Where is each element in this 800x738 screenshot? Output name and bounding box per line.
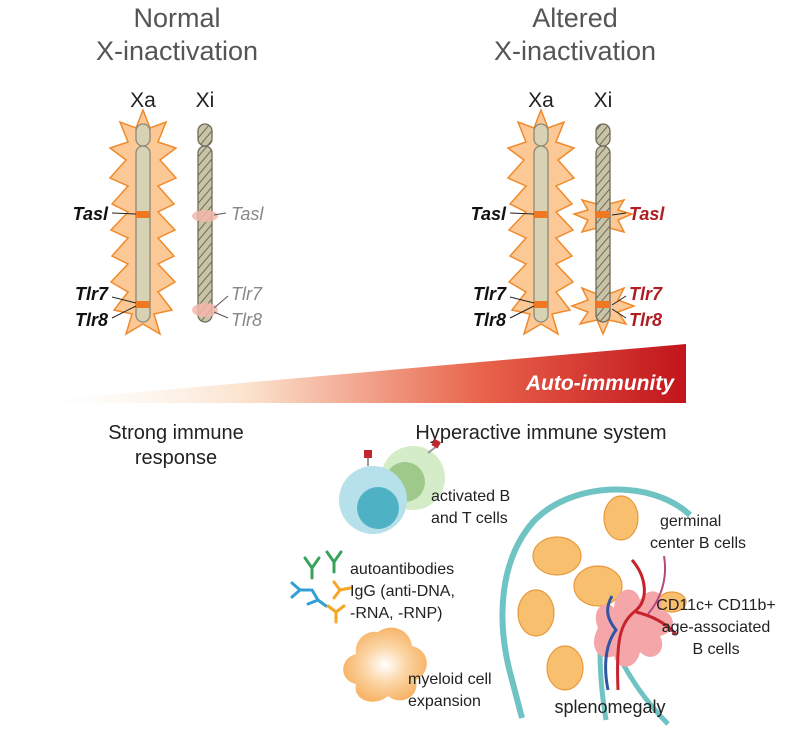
strong-response-line2: response: [135, 447, 217, 469]
altered-xi-tasl-band: [596, 211, 610, 218]
altered-xa-gene-tasl: Tasl: [471, 204, 507, 224]
altered-title-line2: X-inactivation: [494, 36, 656, 66]
altered-panel: Altered X-inactivation Xa Xi Tasl Tlr7 T…: [471, 3, 665, 336]
normal-xa-chromosome: [135, 123, 151, 323]
altered-xi-tlr-band: [596, 301, 610, 308]
normal-xa-tasl-band: [136, 211, 150, 218]
altered-xa-tasl-band: [534, 211, 548, 218]
abc-line3: B cells: [692, 641, 739, 658]
myeloid-line1: myeloid cell: [408, 671, 492, 688]
germinal-line1: germinal: [660, 513, 721, 530]
splenomegaly-label: splenomegaly: [554, 697, 665, 717]
follicle: [517, 589, 555, 637]
normal-xi-tlr-glow: [192, 303, 218, 317]
altered-xa-gene-tlr8: Tlr8: [473, 310, 506, 330]
normal-title-line1: Normal: [133, 3, 220, 33]
autoantibodies-line2: IgG (anti-DNA,: [350, 583, 455, 600]
follicle: [573, 565, 623, 607]
altered-xi-gene-tasl: Tasl: [629, 204, 665, 224]
antibody-icon: [290, 550, 352, 624]
normal-xi-chromosome: [192, 123, 218, 323]
vein-vessel: [604, 595, 618, 691]
autoantibodies-line1: autoantibodies: [350, 561, 454, 578]
altered-xi-gene-tlr8: Tlr8: [629, 310, 662, 330]
altered-xa-gene-tlr7: Tlr7: [473, 284, 507, 304]
artery-vessel: [616, 559, 678, 691]
normal-xa-gene-tlr7: Tlr7: [75, 284, 109, 304]
follicle: [532, 536, 582, 576]
autoantibodies-line3: -RNA, -RNP): [350, 605, 442, 622]
normal-xi-tasl-glow: [192, 210, 218, 222]
altered-xa-tlr-band: [534, 301, 548, 308]
abc-line2: age-associated: [662, 619, 771, 636]
spleen-outline: [499, 486, 693, 719]
altered-xa-chromosome: [533, 123, 549, 323]
normal-xi-label: Xi: [196, 89, 215, 112]
abc-line1: CD11c+ CD11b+: [656, 597, 775, 614]
hyperactive-label: Hyperactive immune system: [415, 422, 666, 444]
altered-xi-label: Xi: [594, 89, 613, 112]
myeloid-cell-icon: [343, 627, 427, 702]
myeloid-line2: expansion: [408, 693, 481, 710]
activated-cells-line1: activated B: [431, 488, 510, 505]
normal-xa-label: Xa: [130, 89, 156, 112]
auto-immunity-gradient: Auto-immunity: [14, 344, 686, 403]
normal-xa-gene-tlr8: Tlr8: [75, 310, 108, 330]
normal-xi-gene-tlr8: Tlr8: [231, 310, 262, 330]
strong-response-line1: Strong immune: [108, 422, 244, 444]
auto-immunity-label: Auto-immunity: [525, 372, 675, 395]
germinal-line2: center B cells: [650, 535, 746, 552]
normal-xa-gene-tasl: Tasl: [73, 204, 109, 224]
activated-cells-icon: [339, 438, 445, 534]
normal-title-line2: X-inactivation: [96, 36, 258, 66]
gradient-wedge: [14, 344, 686, 403]
normal-xi-gene-tasl: Tasl: [231, 204, 264, 224]
altered-title-line1: Altered: [532, 3, 618, 33]
activated-cells-line2: and T cells: [431, 510, 508, 527]
altered-xi-gene-tlr7: Tlr7: [629, 284, 663, 304]
spleen-illustration: [499, 486, 693, 726]
altered-xa-label: Xa: [528, 89, 554, 112]
normal-xa-tlr-band: [136, 301, 150, 308]
altered-xi-chromosome: [595, 123, 611, 323]
follicle: [546, 645, 584, 691]
normal-panel: Normal X-inactivation Xa Xi Tasl Tlr7 Tl…: [73, 3, 264, 336]
follicle: [603, 495, 639, 541]
normal-xi-gene-tlr7: Tlr7: [231, 284, 263, 304]
